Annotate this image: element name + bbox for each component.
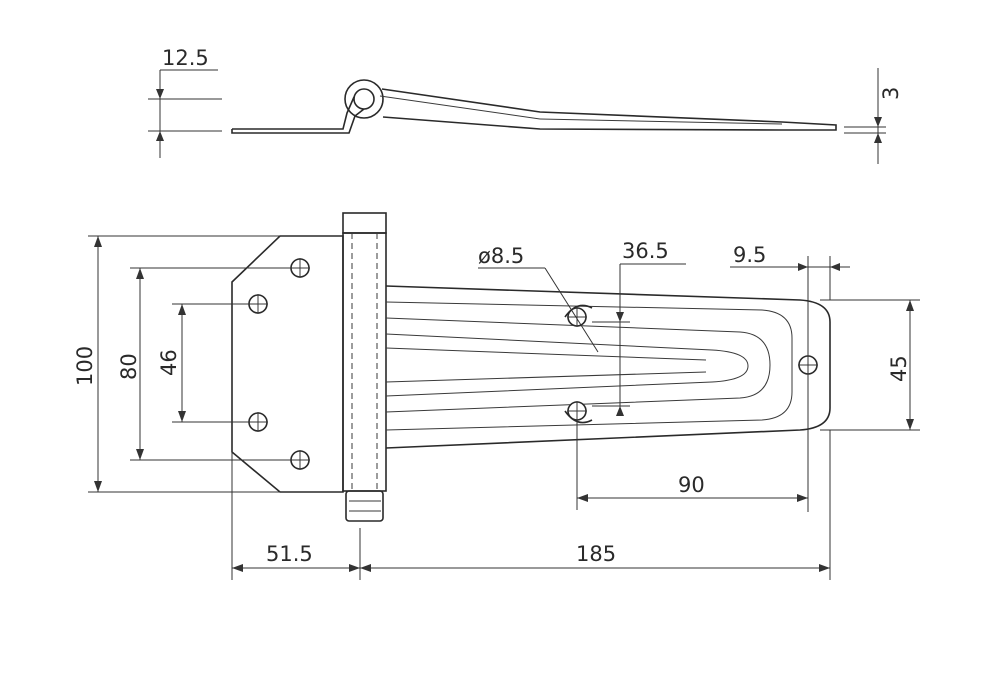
- dimension-label-90: 90: [678, 473, 705, 497]
- hinge-leaf-plate: [231, 235, 344, 493]
- dimension-36-5: 36.5: [592, 239, 686, 416]
- dimension-12-5: 12.5: [148, 46, 222, 158]
- dimension-45: 45: [820, 299, 920, 431]
- dimension-label-100: 100: [73, 346, 97, 386]
- hinge-strap: [385, 285, 831, 449]
- dimension-label-51-5: 51.5: [266, 542, 313, 566]
- dimension-hole-diameter: ø8.5: [478, 244, 599, 353]
- side-pin: [353, 88, 375, 110]
- dimension-80: 80: [117, 267, 300, 461]
- dimension-51-5-and-185: 51.5 185: [231, 430, 831, 580]
- top-view: 100 80 46 ø8.5: [73, 212, 920, 580]
- dimension-label-9-5: 9.5: [733, 243, 766, 267]
- strap-holes: [564, 304, 818, 424]
- dimension-label-80: 80: [117, 353, 141, 380]
- dimension-label-45: 45: [887, 355, 911, 382]
- dimension-label-185: 185: [576, 542, 616, 566]
- hinge-pin-barrel: [342, 212, 387, 522]
- dimension-100: 100: [73, 235, 280, 493]
- dimension-label-hole-diameter: ø8.5: [478, 244, 524, 268]
- dimension-46: 46: [157, 303, 258, 423]
- dimension-label-12-5: 12.5: [162, 46, 209, 70]
- side-view: 12.5 3: [148, 46, 903, 164]
- leaf-mounting-holes: [248, 258, 310, 470]
- dimension-3: 3: [844, 68, 903, 164]
- side-pin-knuckle: [344, 79, 384, 119]
- dimension-label-36-5: 36.5: [622, 239, 669, 263]
- dimension-90: 90: [576, 420, 808, 510]
- dimension-label-46: 46: [157, 349, 181, 376]
- dimension-label-3: 3: [879, 87, 903, 100]
- dimension-9-5: 9.5: [730, 243, 850, 512]
